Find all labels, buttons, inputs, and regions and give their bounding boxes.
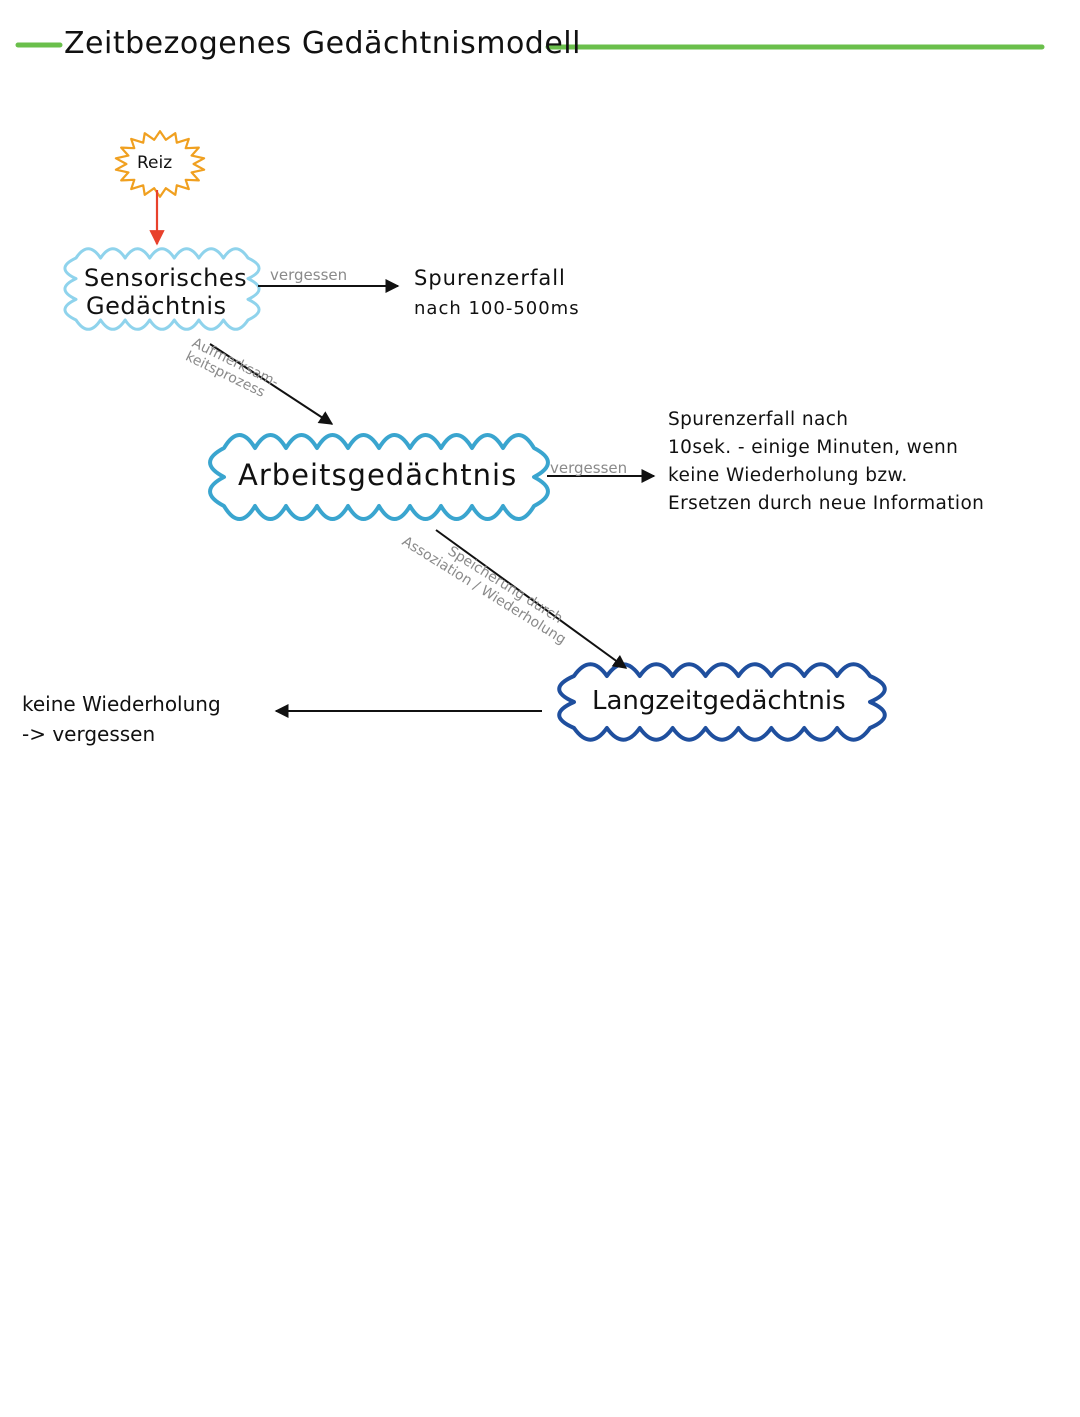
- attention-arrow: [209, 343, 334, 425]
- long-term-memory-cloud: [557, 662, 887, 742]
- stimulus-burst: [114, 130, 206, 198]
- longterm-forget-line2: -> vergessen: [22, 722, 156, 746]
- sensory-forget-label: vergessen: [270, 266, 348, 284]
- sensory-memory-cloud: [63, 247, 261, 331]
- working-decay-line: Ersetzen durch neue Information: [668, 493, 985, 514]
- working-decay-line: 10sek. - einige Minuten, wenn: [668, 437, 959, 458]
- sensory-memory-label-line2: Gedächtnis: [86, 292, 227, 320]
- longterm-forget-line1: keine Wiederholung: [22, 692, 221, 716]
- diagram-title: Zeitbezogenes Gedächtnismodell: [64, 26, 581, 61]
- working-forget-label: vergessen: [550, 459, 628, 477]
- long-term-memory-label: Langzeitgedächtnis: [592, 686, 846, 716]
- sensory-decay-line1: Spurenzerfall: [414, 266, 566, 290]
- stimulus-label: Reiz: [137, 153, 173, 173]
- storage-arrow: [435, 529, 628, 669]
- working-memory-label: Arbeitsgedächtnis: [238, 458, 518, 492]
- sensory-memory-label-line1: Sensorisches: [84, 264, 248, 292]
- working-memory-cloud: [208, 432, 550, 522]
- sensory-decay-line2: nach 100-500ms: [414, 298, 580, 319]
- working-decay-line: Spurenzerfall nach: [668, 409, 849, 430]
- working-decay-line: keine Wiederholung bzw.: [668, 465, 908, 486]
- working-decay-note: Spurenzerfall nach 10sek. - einige Minut…: [668, 406, 984, 518]
